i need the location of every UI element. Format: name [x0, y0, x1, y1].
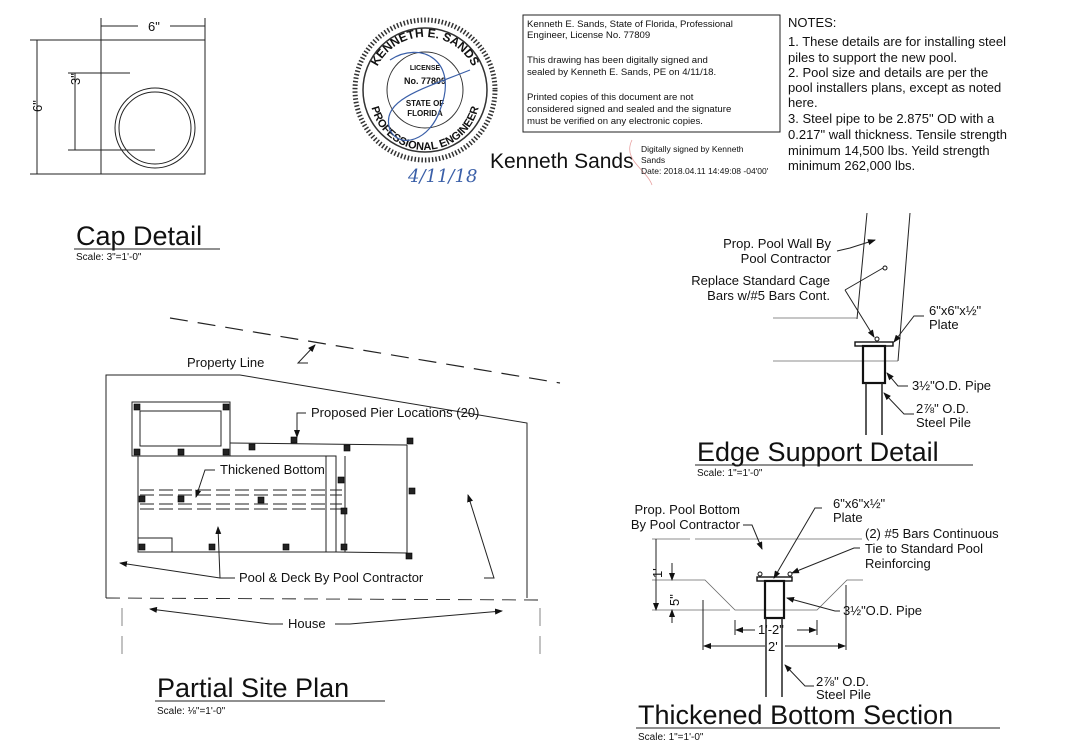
- label-plate: Plate: [929, 317, 959, 332]
- note-line: here.: [788, 95, 818, 110]
- note-line: 0.217" wall thickness. Tensile strength: [788, 127, 1007, 142]
- sig-text: This drawing has been digitally signed a…: [527, 55, 708, 66]
- sig-text: considered signed and sealed and the sig…: [527, 104, 731, 115]
- seal-license-label: LICENSE: [410, 65, 441, 72]
- edge-support-scale: Scale: 1"=1'-0": [697, 468, 763, 479]
- cap-width-dim: 6": [148, 19, 160, 34]
- site-plan-scale: Scale: ⅛"=1'-0": [157, 706, 226, 717]
- note-line: minimum 262,000 lbs.: [788, 158, 915, 173]
- label-bars: Tie to Standard Pool: [865, 541, 983, 556]
- sig-text: Printed copies of this document are not: [527, 92, 694, 103]
- cap-detail-scale: Scale: 3"=1'-0": [76, 252, 142, 263]
- note-line: 2. Pool size and details are per the: [788, 65, 988, 80]
- dim-5in: 5": [667, 594, 682, 606]
- thickened-bottom-section: Prop. Pool Bottom By Pool Contractor 6"x…: [631, 496, 1000, 743]
- label-plate: 6"x6"x½": [833, 496, 886, 511]
- label-plate: Plate: [833, 510, 863, 525]
- label-bars: (2) #5 Bars Continuous: [865, 526, 999, 541]
- label-pool-bottom: Prop. Pool Bottom: [635, 502, 741, 517]
- label-pipe: 3½"O.D. Pipe: [843, 603, 922, 618]
- cap-half-dim: 3": [68, 73, 83, 85]
- sig-text: Kenneth E. Sands, State of Florida, Prof…: [527, 19, 733, 30]
- partial-site-plan: Property Line Proposed Pier Locations (2…: [105, 317, 561, 717]
- notes: NOTES: 1. These details are for installi…: [788, 15, 1007, 173]
- label-pier-locations: Proposed Pier Locations (20): [311, 405, 479, 420]
- digital-signature[interactable]: Kenneth Sands Digitally signed by Kennet…: [490, 139, 769, 186]
- label-cage-bars: Bars w/#5 Bars Cont.: [707, 288, 830, 303]
- seal-florida: FLORIDA: [407, 109, 443, 118]
- label-pool-wall: Prop. Pool Wall By: [723, 236, 831, 251]
- seal-handwritten-date: 4/11/18: [407, 166, 477, 187]
- label-property-line: Property Line: [187, 355, 264, 370]
- thickened-section-scale: Scale: 1"=1'-0": [638, 732, 704, 743]
- digital-signature-date: Date: 2018.04.11 14:49:08 -04'00': [641, 166, 769, 176]
- label-cage-bars: Replace Standard Cage: [691, 273, 830, 288]
- thickened-section-title: Thickened Bottom Section: [638, 700, 953, 730]
- cap-detail: 6" 6" 3" Cap Detail Scale: 3"=1'-0": [30, 18, 220, 263]
- note-line: minimum 14,500 lbs. Yeild strength: [788, 143, 990, 158]
- note-line: 1. These details are for installing stee…: [788, 34, 1006, 49]
- site-plan-title: Partial Site Plan: [157, 673, 349, 703]
- label-pool-bottom: By Pool Contractor: [631, 517, 741, 532]
- digital-signature-text: Sands: [641, 155, 665, 165]
- pe-seal: KENNETH E. SANDS PROFESSIONAL ENGINEER L…: [352, 17, 498, 187]
- label-house: House: [288, 616, 326, 631]
- label-pile: 2⅞" O.D.: [916, 401, 969, 416]
- cap-detail-title: Cap Detail: [76, 221, 202, 251]
- edge-support-title: Edge Support Detail: [697, 437, 939, 467]
- label-pile: 2⅞" O.D.: [816, 674, 869, 689]
- label-pool-wall: Pool Contractor: [741, 251, 832, 266]
- label-pile: Steel Pile: [816, 687, 871, 702]
- label-pile: Steel Pile: [916, 415, 971, 430]
- note-line: pool installers plans, except as noted: [788, 80, 1001, 95]
- notes-heading: NOTES:: [788, 15, 836, 30]
- edge-support-detail: Prop. Pool Wall By Pool Contractor Repla…: [691, 212, 991, 479]
- label-thickened-bottom: Thickened Bottom: [220, 462, 325, 477]
- seal-state: STATE OF: [406, 99, 444, 108]
- digital-signature-text: Digitally signed by Kenneth: [641, 144, 744, 154]
- sig-text: sealed by Kenneth E. Sands, PE on 4/11/1…: [527, 67, 716, 78]
- label-pipe: 3½"O.D. Pipe: [912, 378, 991, 393]
- label-pool-deck: Pool & Deck By Pool Contractor: [239, 570, 424, 585]
- dim-1ft2in: 1'-2": [758, 622, 784, 637]
- cap-height-dim: 6": [30, 100, 45, 112]
- sig-text: must be verified on any electronic copie…: [527, 116, 703, 127]
- pier-markers: [133, 403, 416, 560]
- note-line: piles to support the new pool.: [788, 50, 957, 65]
- seal-license-no: No. 77809: [404, 76, 446, 86]
- signature-box: Kenneth E. Sands, State of Florida, Prof…: [522, 14, 781, 133]
- dim-1ft: 1': [650, 568, 665, 578]
- label-plate: 6"x6"x½": [929, 303, 982, 318]
- dim-2ft: 2': [768, 639, 778, 654]
- sig-text: Engineer, License No. 77809: [527, 30, 650, 41]
- note-line: 3. Steel pipe to be 2.875" OD with a: [788, 111, 995, 126]
- label-bars: Reinforcing: [865, 556, 931, 571]
- digital-signature-name: Kenneth Sands: [490, 150, 634, 173]
